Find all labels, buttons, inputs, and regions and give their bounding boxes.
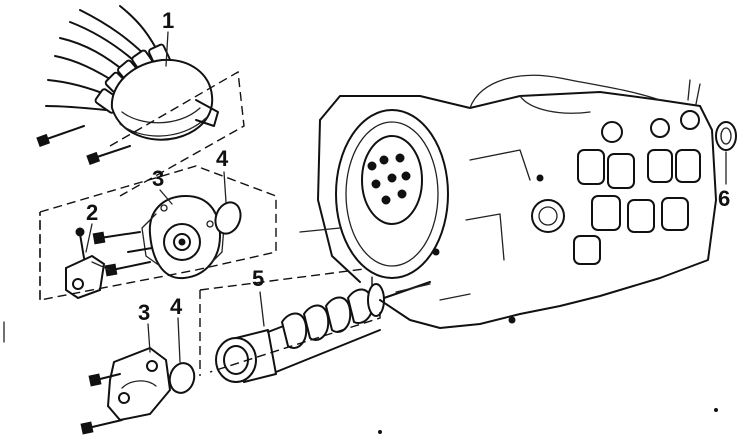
sensor-bracket <box>65 227 111 300</box>
callout-4-lower: 4 <box>170 294 183 319</box>
callout-1: 1 <box>162 8 175 33</box>
distributor-cap <box>36 5 219 166</box>
callout-6: 6 <box>718 186 731 211</box>
o-ring-lower <box>168 362 196 394</box>
callout-3-lower: 3 <box>138 300 151 325</box>
distributor-housing-lower <box>106 346 172 422</box>
callout-2: 2 <box>86 200 99 225</box>
camshaft <box>215 281 431 383</box>
o-ring-upper <box>214 201 242 235</box>
callout-3-upper: 3 <box>152 166 165 191</box>
callout-5: 5 <box>252 266 265 291</box>
distributor-housing-upper <box>141 194 225 280</box>
callout-4-upper: 4 <box>216 146 229 171</box>
engine-block <box>299 74 737 329</box>
